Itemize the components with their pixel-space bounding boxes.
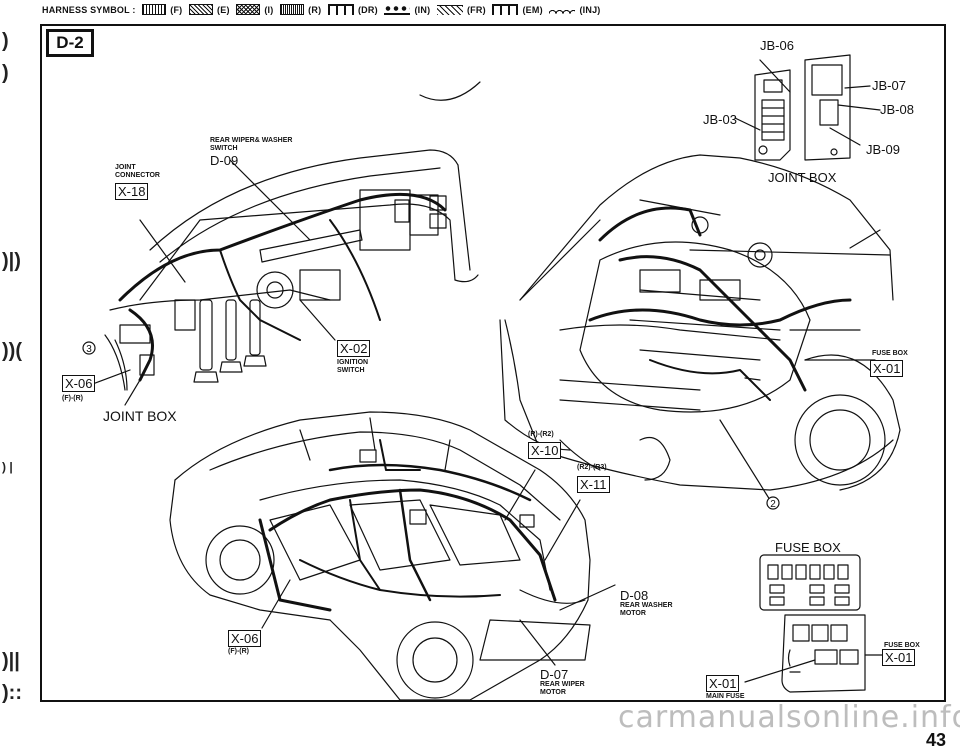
legend-label-i: (I)	[264, 4, 274, 15]
rear-wiper-switch-code: D-09	[210, 153, 239, 168]
joint-connector-name: JOINT CONNECTOR	[115, 164, 160, 179]
d07-name: REAR WIPER MOTOR	[540, 681, 585, 696]
diagram-frame	[40, 24, 946, 702]
legend-label-r: (R)	[308, 4, 322, 15]
page-number: 43	[925, 730, 946, 750]
joint-box-inset-title: JOINT BOX	[768, 170, 837, 185]
x11-code-box: X-11	[577, 476, 610, 493]
x10-variant: (R)-(R2)	[528, 431, 554, 438]
legend-swatch-front-r-icon	[436, 4, 463, 15]
fuse-box-side-name: FUSE BOX	[884, 642, 920, 649]
binding-mark: )	[2, 62, 9, 84]
legend-swatch-emission-icon	[492, 4, 519, 16]
legend-label-dr: (DR)	[357, 4, 378, 15]
legend-swatch-interior-icon	[384, 4, 411, 16]
jb-06-label: JB-06	[760, 38, 794, 53]
legend-label-inj: (INJ)	[579, 4, 601, 15]
circle-3-glyph: 3	[86, 344, 92, 355]
jb-03-label: JB-03	[703, 112, 737, 127]
binding-mark: )	[2, 30, 9, 52]
legend-swatch-door-icon	[327, 4, 354, 16]
legend-swatch-front-icon	[142, 4, 167, 16]
car-body-drawing	[169, 411, 616, 701]
x10-code-box: X-10	[528, 442, 562, 459]
joint-box-label: JOINT BOX	[103, 408, 177, 424]
d07-code: D-07	[540, 667, 569, 682]
jb-09-label: JB-09	[866, 142, 900, 157]
x06-body-code-box: X-06	[228, 630, 262, 647]
binding-mark: )::	[2, 682, 22, 704]
fuse-box-code-box: X-01	[870, 360, 904, 377]
binding-mark: ))(	[2, 340, 22, 362]
main-fuse-name: MAIN FUSE	[706, 693, 745, 700]
circle-2-glyph: 2	[770, 499, 776, 510]
watermark: carmanualsonline.info	[618, 700, 960, 735]
rear-wiper-switch-name: REAR WIPER& WASHER SWITCH	[210, 137, 293, 152]
legend-swatch-rear-icon	[280, 4, 305, 16]
harness-symbol-legend: HARNESS SYMBOL : (F) (E) (I) (R) (DR) (I…	[42, 4, 942, 22]
engine-bay-drawing	[499, 154, 901, 510]
fuse-box-inset-title: FUSE BOX	[775, 540, 841, 555]
d08-name: REAR WASHER MOTOR	[620, 602, 673, 617]
legend-label-e: (E)	[217, 4, 230, 15]
ignition-switch-name: IGNITION SWITCH	[337, 359, 369, 374]
legend-label-em: (EM)	[522, 4, 543, 15]
legend-title: HARNESS SYMBOL :	[42, 4, 136, 15]
binding-mark: ) |	[2, 460, 13, 474]
joint-box-code-box: X-06	[62, 375, 96, 392]
fuse-box-side-code-box: X-01	[882, 649, 916, 666]
legend-swatch-instrument-icon	[236, 4, 261, 16]
jb-07-label: JB-07	[872, 78, 906, 93]
x11-variant: (R2)-(R3)	[577, 464, 607, 471]
joint-connector-code-box: X-18	[115, 183, 149, 200]
legend-label-fr: (FR)	[466, 4, 486, 15]
d08-code: D-08	[620, 588, 649, 603]
joint-box-variant: (F)-(R)	[62, 395, 83, 402]
legend-swatch-injection-icon	[549, 5, 576, 15]
binding-mark: )|)	[2, 250, 21, 272]
binding-mark: )||	[2, 650, 20, 672]
legend-label-in: (IN)	[414, 4, 431, 15]
legend-label-f: (F)	[170, 4, 183, 15]
legend-swatch-engine-icon	[189, 4, 214, 16]
fuse-box-inset-drawing	[744, 554, 883, 693]
jb-08-label: JB-08	[880, 102, 914, 117]
x06-body-variant: (F)-(R)	[228, 648, 249, 655]
page-id-badge: D-2	[46, 29, 94, 57]
ignition-switch-code-box: X-02	[337, 340, 371, 357]
main-fuse-code-box: X-01	[706, 675, 740, 692]
dashboard-drawing	[82, 81, 481, 406]
fuse-box-name: FUSE BOX	[872, 350, 908, 357]
joint-box-inset-drawing	[734, 54, 881, 161]
